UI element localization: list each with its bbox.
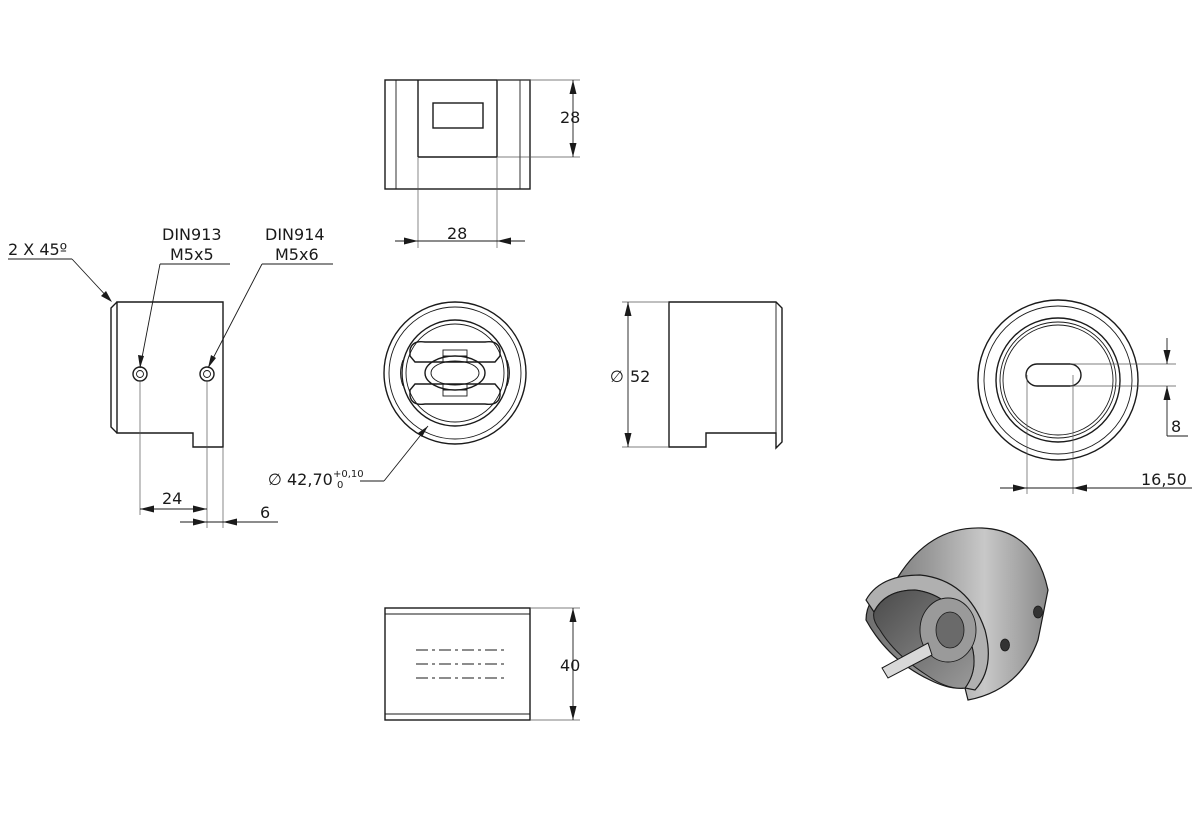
bore-tolerance-upper: +0,10 — [333, 469, 364, 480]
screw2-size: M5x6 — [275, 245, 319, 264]
screw1-standard: DIN913 — [162, 225, 222, 244]
dim-hole-offset: 6 — [260, 503, 270, 522]
left-view: 2 X 45º DIN913 M5x5 DIN914 M5x6 24 6 — [8, 225, 333, 528]
front-view: 40 — [384, 607, 580, 721]
outer-diameter-value: 52 — [630, 367, 650, 386]
bore-diameter-label: 42,70 — [287, 470, 333, 489]
outer-diameter-symbol: ∅ — [610, 367, 624, 386]
dim-front-height: 40 — [560, 656, 580, 675]
set-screw-hole-2 — [199, 366, 215, 382]
dim-hole-spacing: 24 — [162, 489, 182, 508]
iso-screw-hole-1 — [1033, 605, 1043, 619]
dim-slot-length: 16,50 — [1141, 470, 1187, 489]
chamfer-label: 2 X 45º — [8, 240, 67, 259]
end-view: ∅ 42,70 +0,10 0 — [268, 301, 527, 491]
top-slot — [432, 102, 484, 129]
rear-end-view: 8 16,50 — [977, 299, 1192, 494]
set-screw-hole-1 — [132, 366, 148, 382]
screw1-size: M5x5 — [170, 245, 214, 264]
dim-slot-width: 8 — [1171, 417, 1181, 436]
isometric-view — [865, 527, 1049, 701]
bore-tolerance-lower: 0 — [337, 480, 343, 491]
dim-top-width: 28 — [447, 224, 467, 243]
screw2-standard: DIN914 — [265, 225, 325, 244]
iso-screw-hole-2 — [1000, 638, 1010, 652]
dim-top-height: 28 — [560, 108, 580, 127]
top-view: 28 28 — [384, 79, 580, 248]
right-view: ∅ 52 — [610, 301, 783, 450]
bore-diameter-symbol: ∅ — [268, 470, 282, 489]
